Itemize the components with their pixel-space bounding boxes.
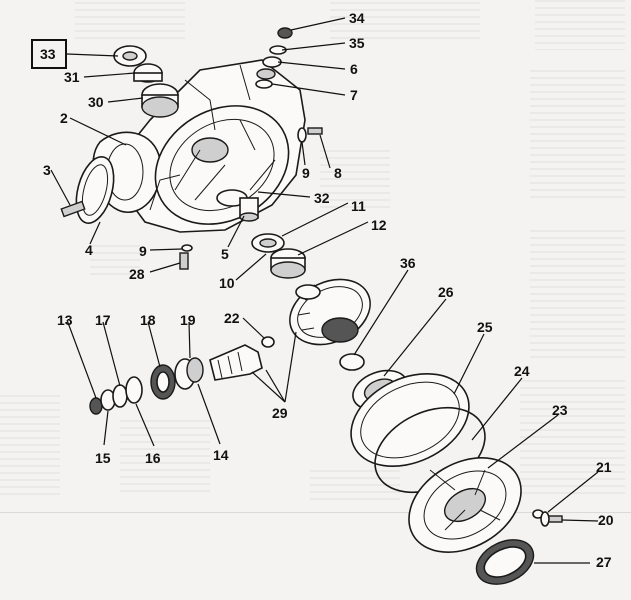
callout-label: 29 [272, 405, 288, 421]
bleed-through-rule [0, 512, 631, 513]
bleed-through-text [530, 70, 625, 200]
callout-label: 16 [145, 450, 161, 466]
bleed-through-text [520, 380, 625, 495]
callout-label: 33 [40, 46, 56, 62]
callout-labels: 33 34 35 6 31 7 30 2 8 9 3 32 11 12 4 5 … [40, 10, 614, 570]
callout-label: 25 [477, 319, 493, 335]
callout-label: 10 [219, 275, 235, 291]
breather-bolt [297, 127, 323, 143]
callout-label: 35 [349, 35, 365, 51]
callout-label: 3 [43, 162, 51, 178]
callout-label: 20 [598, 512, 614, 528]
callout-label: 34 [349, 10, 365, 26]
cover-bolt [532, 509, 563, 527]
callout-label: 30 [88, 94, 104, 110]
callout-label: 36 [400, 255, 416, 271]
bleed-through-text [75, 2, 185, 44]
callout-label: 15 [95, 450, 111, 466]
callout-label: 17 [95, 312, 111, 328]
callout-label: 12 [371, 217, 387, 233]
fill-plug-stack [255, 27, 293, 89]
callout-label: 7 [350, 87, 358, 103]
bleed-through-text [120, 420, 210, 495]
pinion-assembly [89, 336, 275, 415]
bleed-through-text [90, 245, 140, 275]
differential-housing [92, 59, 306, 233]
callout-label: 6 [350, 61, 358, 77]
callout-label: 2 [60, 110, 68, 126]
lower-bolt [179, 244, 193, 270]
bleed-through-text [535, 0, 625, 50]
callout-label: 13 [57, 312, 73, 328]
callout-label: 9 [139, 243, 147, 259]
callout-label: 14 [213, 447, 229, 463]
leader-lines [50, 17, 599, 564]
bleed-through-text [320, 150, 390, 210]
bleed-through-text [330, 2, 480, 42]
carrier-bearing [251, 233, 306, 279]
callout-label: 23 [552, 402, 568, 418]
housing-gasket [75, 156, 115, 224]
callout-label: 24 [514, 363, 530, 379]
callout-label: 27 [596, 554, 612, 570]
callout-label: 28 [129, 266, 145, 282]
callout-label: 11 [351, 198, 366, 214]
callout-label: 26 [438, 284, 454, 300]
rear-seal [475, 539, 535, 585]
highlight-box [31, 39, 67, 69]
callout-label: 9 [302, 165, 310, 181]
shim-seal-bearing-stack [113, 45, 179, 118]
callout-label: 22 [224, 310, 240, 326]
bleed-through-text [530, 230, 625, 360]
callout-label: 8 [334, 165, 342, 181]
callout-label: 4 [85, 242, 93, 258]
callout-label: 21 [596, 459, 612, 475]
sensor-plug [60, 200, 86, 218]
bleed-through-text [0, 395, 60, 495]
callout-label: 31 [64, 69, 80, 85]
callout-label: 18 [140, 312, 156, 328]
output-seal [216, 189, 259, 222]
ring-gear-carrier [289, 278, 371, 346]
callout-label: 19 [180, 312, 196, 328]
callout-label: 5 [221, 246, 229, 262]
callout-label: 32 [314, 190, 330, 206]
rear-cover [408, 457, 522, 553]
